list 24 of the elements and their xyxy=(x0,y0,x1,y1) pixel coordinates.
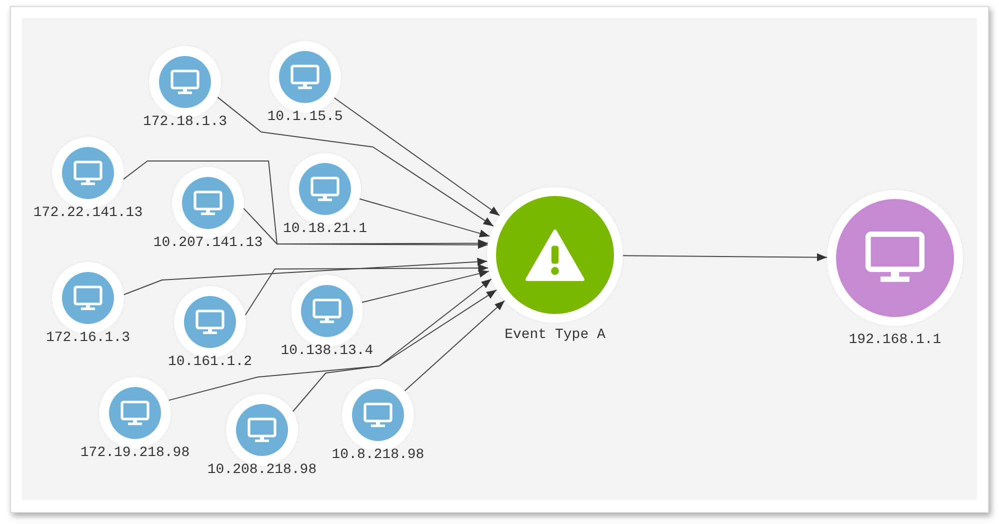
node-label: 172.19.218.98 xyxy=(80,445,190,461)
arrow xyxy=(168,278,492,401)
arrow xyxy=(362,270,490,303)
node-label: 10.8.218.98 xyxy=(332,447,424,463)
node-label: 10.207.141.13 xyxy=(153,235,263,251)
node-label: 172.16.1.3 xyxy=(46,330,130,346)
arrow xyxy=(334,97,500,216)
arrow xyxy=(359,198,490,238)
node-label: 10.208.218.98 xyxy=(207,462,317,478)
arrow xyxy=(217,96,494,227)
node-label: 172.22.141.13 xyxy=(33,205,143,221)
arrow xyxy=(292,289,498,412)
node-label: 172.18.1.3 xyxy=(142,114,227,130)
arrow xyxy=(622,253,828,262)
node-label: 192.168.1.1 xyxy=(848,332,942,348)
arrow xyxy=(123,258,488,296)
node-label: 10.18.21.1 xyxy=(282,221,367,237)
node-label: 10.161.1.2 xyxy=(168,354,252,370)
arrow xyxy=(404,300,506,392)
node-label: Event Type A xyxy=(504,327,606,343)
node-label: 10.1.15.5 xyxy=(267,109,343,125)
node-label: 10.138.13.4 xyxy=(280,343,374,359)
arrow xyxy=(244,264,489,316)
arrow xyxy=(243,208,488,249)
